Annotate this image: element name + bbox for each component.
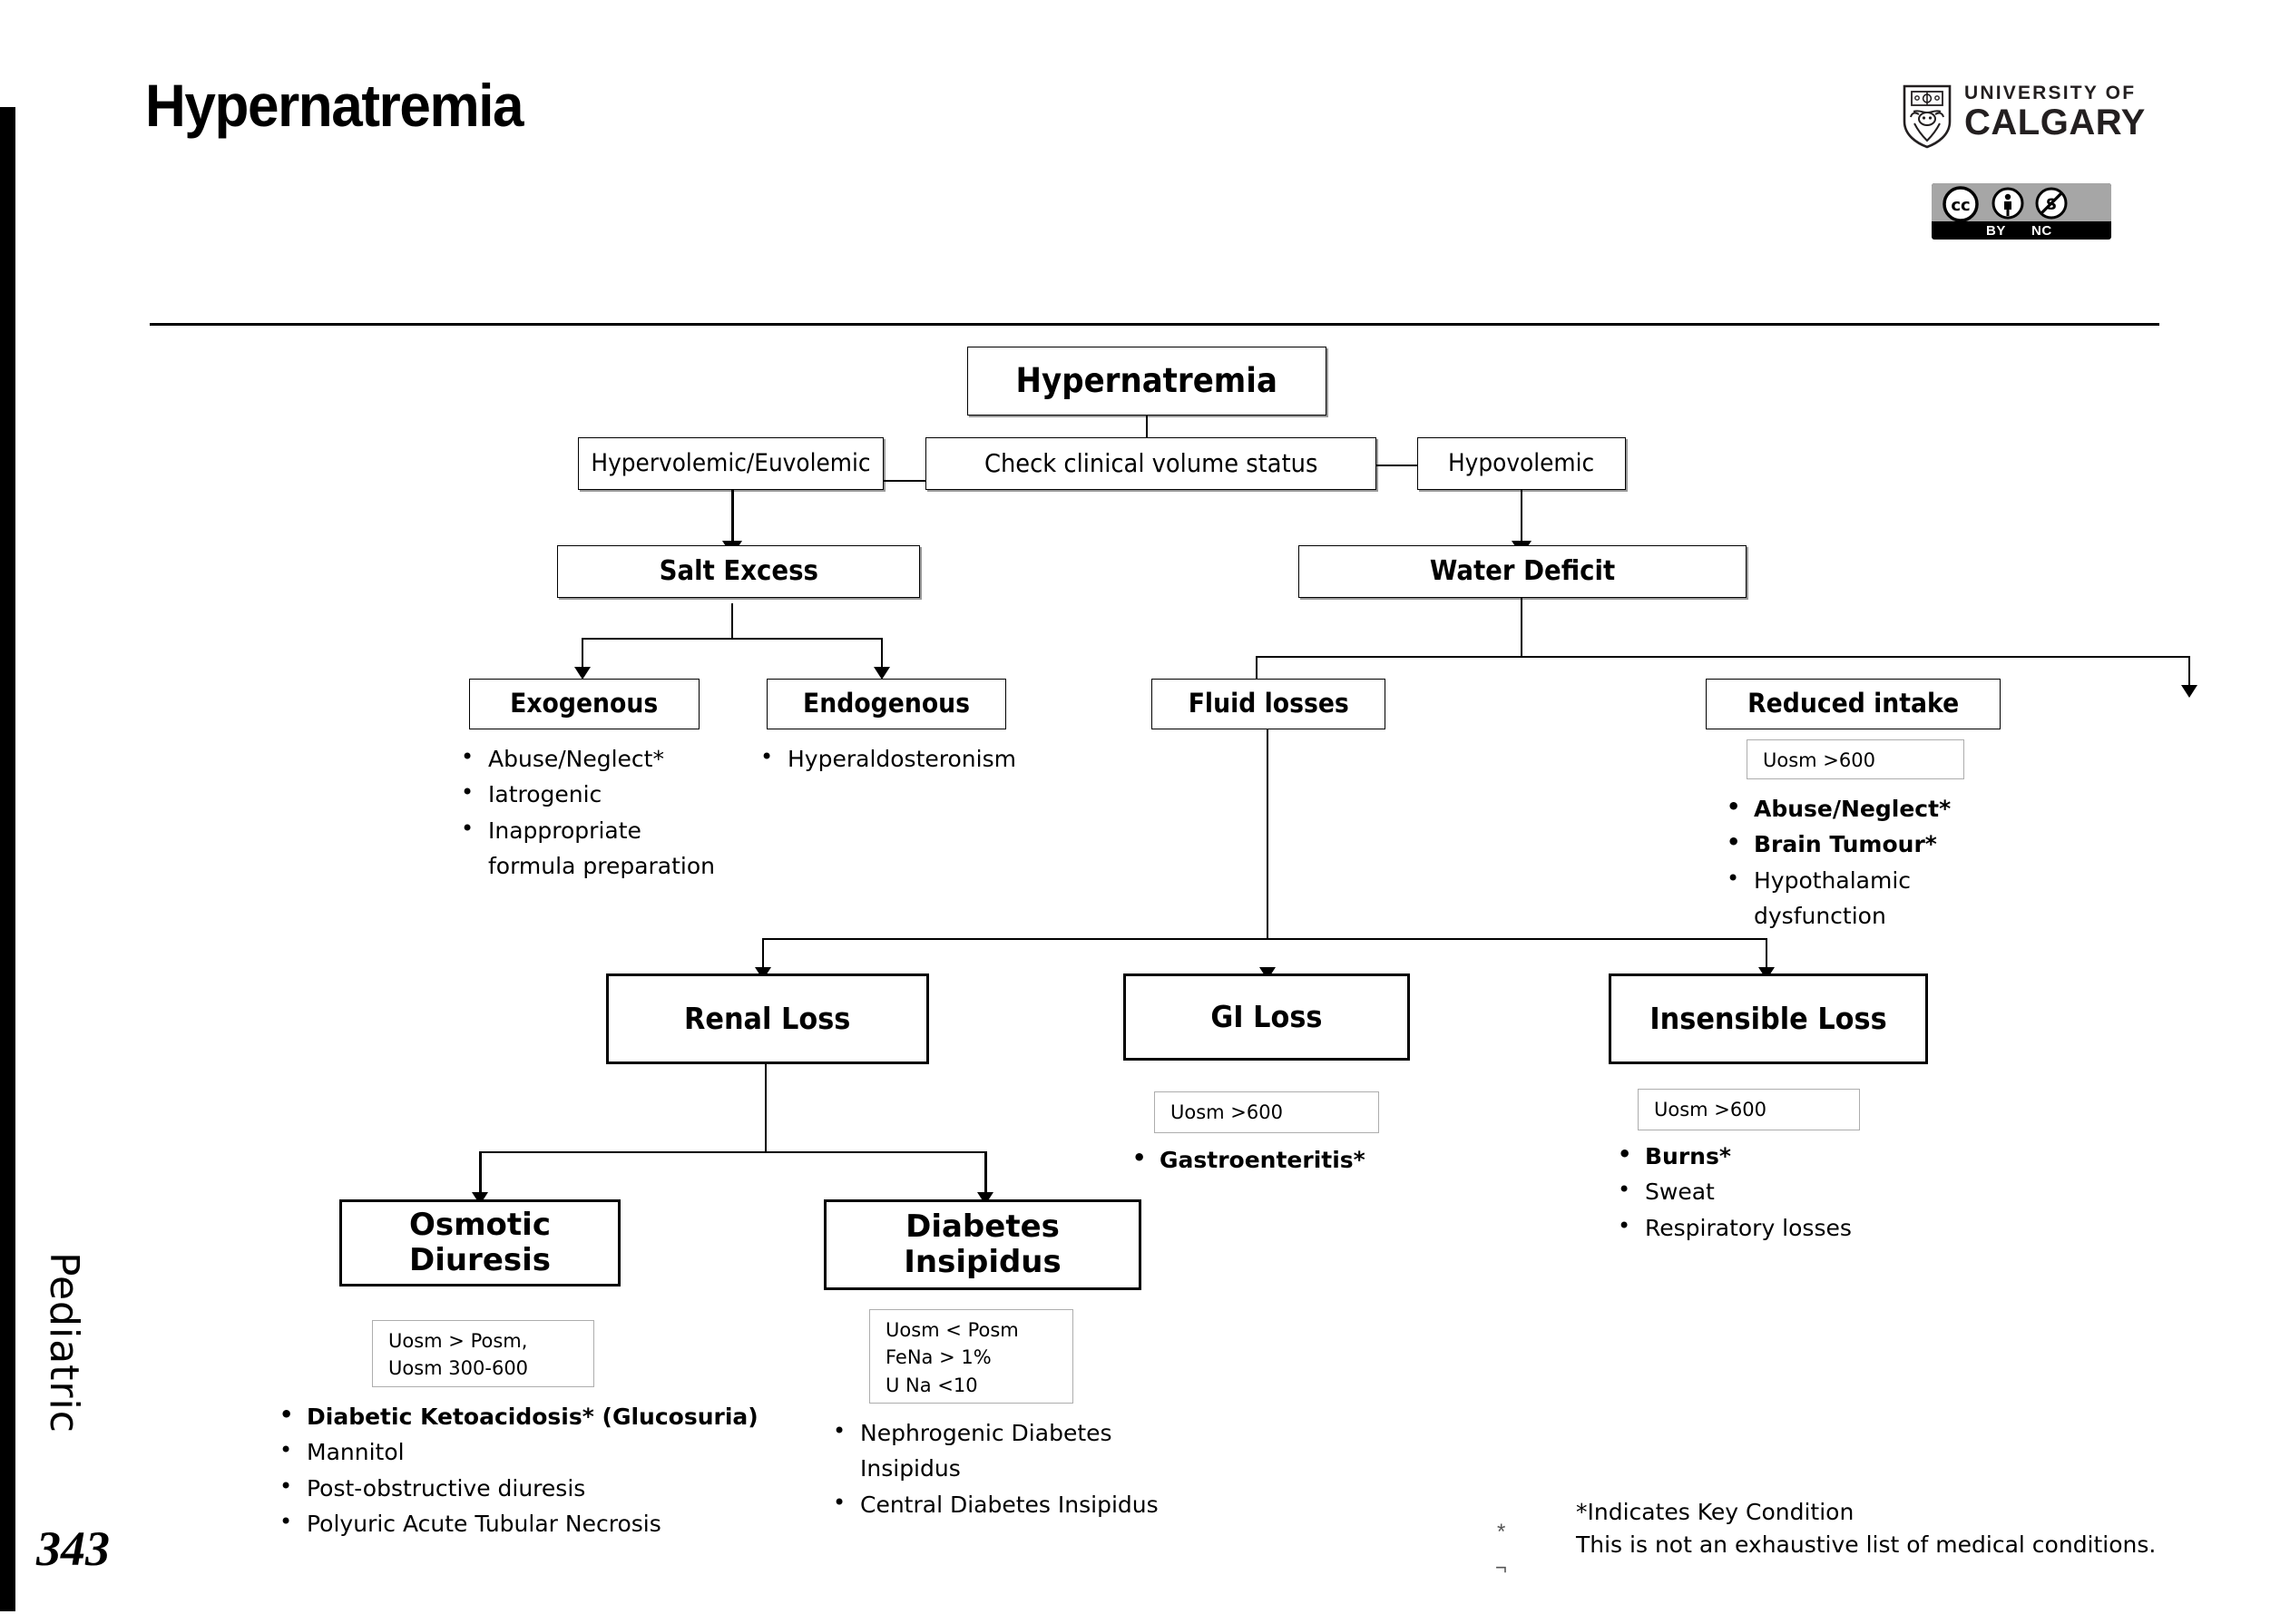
connector-salt-right-drop: [881, 638, 883, 676]
measurement-osmotic-diuresis: Uosm > Posm, Uosm 300-600: [372, 1320, 594, 1387]
list-item: Burns*: [1610, 1140, 1973, 1171]
connector-salt-left-drop: [582, 638, 583, 676]
connector-water-left-drop: [1256, 656, 1258, 694]
list-item: Brain Tumour*: [1719, 828, 2019, 859]
scan-artifact-asterisk: *: [1497, 1520, 1506, 1544]
attribution-person-icon: [1992, 187, 2024, 220]
section-label: Pediatric: [41, 1252, 87, 1433]
connector-renal-bracket: [479, 1151, 987, 1153]
node-hypervolemic-euvolemic: Hypervolemic/Euvolemic: [578, 437, 884, 490]
arrowhead-exogenous: [574, 667, 591, 680]
connector-check-hypervolemic: [884, 480, 925, 482]
ucalgary-shield-icon: [1903, 84, 1952, 149]
connector-water-bracket: [1256, 656, 2190, 658]
list-item: Insipidus: [860, 1455, 961, 1482]
node-hypernatremia: Hypernatremia: [967, 347, 1326, 416]
node-renal-loss: Renal Loss: [606, 973, 929, 1064]
left-edge-bar: [0, 107, 15, 1611]
list-diabetes-insipidus: Nephrogenic DiabetesInsipidusCentral Dia…: [826, 1417, 1216, 1525]
header-divider: [150, 323, 2159, 326]
connector-renal-right-drop: [984, 1151, 987, 1201]
badge-by-label: BY: [1986, 223, 2006, 239]
node-exogenous: Exogenous: [469, 679, 700, 729]
list-item: Diabetic Ketoacidosis* (Glucosuria): [272, 1401, 835, 1432]
page-number: 343: [36, 1521, 110, 1576]
footnote-line-2: This is not an exhaustive list of medica…: [1576, 1531, 2157, 1559]
connector-water-right-drop: [2188, 656, 2190, 694]
logo-line-1: UNIVERSITY OF: [1964, 83, 2137, 103]
list-insensible-loss: Burns* SweatRespiratory losses: [1610, 1140, 1973, 1248]
node-check-volume-status: Check clinical volume status: [925, 437, 1376, 490]
arrowhead-endogenous: [874, 667, 890, 680]
scan-artifact-mark: ¬: [1495, 1556, 1507, 1579]
node-reduced-intake: Reduced intake: [1706, 679, 2001, 729]
connector-hypervolemic-salt: [731, 490, 734, 546]
connector-check-hypovolemic: [1376, 465, 1417, 466]
list-item: Hyperaldosteronism: [753, 743, 1062, 774]
badge-nc-label: NC: [2031, 223, 2052, 239]
non-commercial-icon: S: [2035, 187, 2068, 220]
node-fluid-losses: Fluid losses: [1151, 679, 1385, 729]
creative-commons-badge: cc S BY NC: [1932, 183, 2111, 240]
svg-text:cc: cc: [1951, 196, 1970, 215]
list-item: Mannitol: [272, 1436, 835, 1467]
node-osmotic-diuresis: Osmotic Diuresis: [339, 1199, 621, 1286]
list-item: Respiratory losses: [1610, 1211, 1973, 1243]
connector-renal-stem: [765, 1064, 767, 1151]
cc-icon: cc: [1943, 186, 1979, 222]
node-diabetes-insipidus: Diabetes Insipidus: [824, 1199, 1141, 1290]
list-item: dysfunction: [1754, 902, 1886, 929]
list-item: Abuse/Neglect*: [1719, 793, 2019, 824]
connector-salt-stem: [731, 603, 733, 638]
node-insensible-loss: Insensible Loss: [1609, 973, 1928, 1064]
connector-hypovolemic-water: [1521, 490, 1522, 548]
connector-renal-left-drop: [479, 1151, 482, 1201]
connector-fluid-bracket: [762, 938, 1767, 940]
list-item: Abuse/Neglect*: [454, 743, 753, 774]
page-title: Hypernatremia: [145, 72, 524, 139]
connector-fluid-stem: [1267, 729, 1268, 938]
footnote-line-1: *Indicates Key Condition: [1576, 1499, 1855, 1525]
arrowhead-reduced-intake: [2181, 685, 2197, 698]
list-item: Sweat: [1610, 1176, 1973, 1207]
list-gi-loss: Gastroenteritis*: [1125, 1144, 1434, 1180]
connector-salt-bracket: [582, 638, 883, 640]
measurement-reduced-intake: Uosm >600: [1747, 739, 1964, 779]
list-item: Hypothalamic: [1719, 864, 2019, 895]
list-item: Central Diabetes Insipidus: [826, 1488, 1216, 1520]
list-item: Inappropriate: [454, 814, 753, 846]
list-item: Post-obstructive diuresis: [272, 1472, 835, 1503]
connector-fluid-left-drop: [762, 938, 764, 976]
measurement-insensible-loss: Uosm >600: [1638, 1089, 1860, 1130]
node-endogenous: Endogenous: [767, 679, 1006, 729]
list-item: Nephrogenic Diabetes: [826, 1417, 1216, 1448]
footnote: *Indicates Key Condition This is not an …: [1576, 1496, 2156, 1562]
connector-water-stem: [1521, 598, 1522, 656]
connector-fluid-right-drop: [1766, 938, 1767, 976]
university-logo: UNIVERSITY OF CALGARY: [1901, 83, 2173, 149]
measurement-diabetes-insipidus: Uosm < Posm FeNa > 1% U Na <10: [869, 1309, 1073, 1404]
node-hypovolemic: Hypovolemic: [1417, 437, 1626, 490]
list-item: formula preparation: [488, 852, 715, 879]
list-osmotic-diuresis: Diabetic Ketoacidosis* (Glucosuria) Manni…: [272, 1401, 835, 1544]
logo-line-2: CALGARY: [1964, 103, 2146, 142]
list-exogenous: Abuse/Neglect* IatrogenicInappropriate for…: [454, 743, 753, 886]
node-water-deficit: Water Deficit: [1298, 545, 1747, 598]
connector-root-check: [1146, 416, 1148, 437]
list-item: Polyuric Acute Tubular Necrosis: [272, 1508, 835, 1539]
list-item: Gastroenteritis*: [1125, 1144, 1434, 1175]
node-salt-excess: Salt Excess: [557, 545, 920, 598]
list-endogenous: Hyperaldosteronism: [753, 743, 1062, 779]
measurement-gi-loss: Uosm >600: [1154, 1091, 1379, 1133]
list-item: Iatrogenic: [454, 778, 753, 809]
list-reduced-intake: Abuse/Neglect* Brain Tumour* Hypothalamic d…: [1719, 793, 2019, 936]
node-gi-loss: GI Loss: [1123, 973, 1410, 1061]
